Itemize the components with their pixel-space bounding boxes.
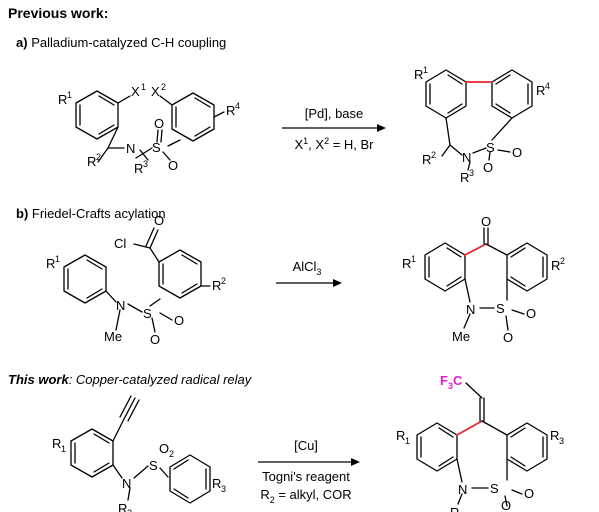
svg-text:3: 3	[143, 159, 148, 169]
svg-text:O: O	[481, 214, 491, 229]
molecule-c-product: F3C R 1 R 3 N R 2 S O O	[396, 373, 564, 512]
svg-text:4: 4	[235, 101, 240, 111]
svg-text:R: R	[550, 428, 559, 443]
arrow-c: [Cu] Togni's reagent R2 = alkyl, COR	[258, 438, 360, 505]
svg-text:1: 1	[405, 436, 410, 446]
svg-text:R: R	[46, 256, 55, 271]
this-work-heading: This work: Copper-catalyzed radical rela…	[8, 372, 253, 387]
svg-text:O: O	[168, 158, 178, 173]
svg-text:1: 1	[67, 90, 72, 100]
molecule-a-start: R 1 X 1 X 2 R 4 R 2 N R 3 S O O	[58, 82, 240, 176]
svg-text:R: R	[212, 476, 221, 491]
svg-text:N: N	[116, 298, 125, 313]
svg-text:X: X	[131, 84, 140, 99]
reagent-c1: [Cu]	[294, 438, 318, 453]
svg-text:R: R	[52, 436, 61, 451]
svg-text:Cl: Cl	[114, 236, 126, 251]
svg-text:O: O	[501, 498, 511, 512]
svg-text:O: O	[154, 116, 164, 131]
svg-text:1: 1	[141, 82, 146, 92]
svg-text:O: O	[159, 441, 169, 456]
svg-text:R: R	[536, 83, 545, 98]
arrow-b: AlCl3	[276, 259, 342, 287]
molecule-a-product: R 1 R 4 R 2 N R 3 S O O	[414, 65, 550, 185]
svg-text:S: S	[490, 481, 499, 496]
svg-text:S: S	[149, 458, 158, 473]
svg-text:R: R	[396, 428, 405, 443]
svg-text:2: 2	[169, 449, 174, 459]
svg-text:Me: Me	[104, 329, 122, 344]
svg-text:2: 2	[127, 508, 132, 512]
svg-text:N: N	[458, 482, 467, 497]
svg-text:R: R	[460, 170, 469, 185]
condition-c: R2 = alkyl, COR	[260, 487, 351, 505]
svg-text:O: O	[154, 213, 164, 228]
svg-text:X: X	[151, 84, 160, 99]
svg-text:Me: Me	[452, 329, 470, 344]
reagent-a: [Pd], base	[305, 106, 364, 121]
svg-text:N: N	[126, 141, 135, 156]
svg-text:R: R	[87, 154, 96, 169]
svg-text:2: 2	[431, 150, 436, 160]
svg-text:R: R	[58, 92, 67, 107]
svg-text:3: 3	[469, 168, 474, 178]
svg-text:S: S	[152, 140, 161, 155]
arrow-a: [Pd], base X1, X2 = H, Br	[282, 106, 386, 152]
molecule-b-product: O R 1 R 2 N Me S O O	[402, 214, 565, 345]
svg-text:1: 1	[55, 254, 60, 264]
part-a-heading: a) Palladium-catalyzed C-H coupling	[16, 35, 226, 50]
svg-text:R: R	[118, 501, 127, 512]
molecule-b-start: R 1 Cl O R 2 N Me S O O	[46, 213, 226, 347]
svg-text:2: 2	[161, 82, 166, 92]
section-title: Previous work:	[8, 5, 108, 21]
svg-text:N: N	[466, 302, 475, 317]
svg-text:3: 3	[559, 436, 564, 446]
svg-text:R: R	[551, 258, 560, 273]
molecule-c-start: R 1 N R 2 S O 2 R 3	[52, 395, 226, 512]
svg-text:2: 2	[221, 276, 226, 286]
svg-text:O: O	[503, 330, 513, 345]
svg-text:O: O	[524, 486, 534, 501]
cf3-group: F3C	[440, 373, 463, 391]
svg-text:N: N	[462, 150, 471, 165]
svg-text:O: O	[526, 306, 536, 321]
svg-text:R: R	[134, 161, 143, 176]
reagent-c2: Togni's reagent	[262, 469, 350, 484]
svg-text:2: 2	[96, 152, 101, 162]
svg-text:R: R	[422, 152, 431, 167]
svg-text:R: R	[212, 278, 221, 293]
svg-text:1: 1	[411, 254, 416, 264]
svg-text:S: S	[143, 306, 152, 321]
svg-text:N: N	[122, 476, 131, 491]
part-b-heading: b) Friedel-Crafts acylation	[16, 206, 166, 221]
svg-text:R: R	[414, 67, 423, 82]
svg-text:1: 1	[61, 444, 66, 454]
svg-text:4: 4	[545, 81, 550, 91]
svg-text:O: O	[512, 145, 522, 160]
svg-text:S: S	[496, 301, 505, 316]
svg-text:R: R	[402, 256, 411, 271]
condition-a: X1, X2 = H, Br	[294, 136, 374, 152]
svg-text:R: R	[226, 103, 235, 118]
svg-text:1: 1	[423, 65, 428, 75]
svg-text:3: 3	[221, 484, 226, 494]
svg-text:S: S	[486, 140, 495, 155]
reagent-b: AlCl3	[293, 259, 322, 277]
svg-text:2: 2	[560, 256, 565, 266]
svg-text:R: R	[450, 505, 459, 512]
svg-text:O: O	[150, 332, 160, 347]
svg-text:O: O	[483, 160, 493, 175]
svg-text:O: O	[174, 313, 184, 328]
